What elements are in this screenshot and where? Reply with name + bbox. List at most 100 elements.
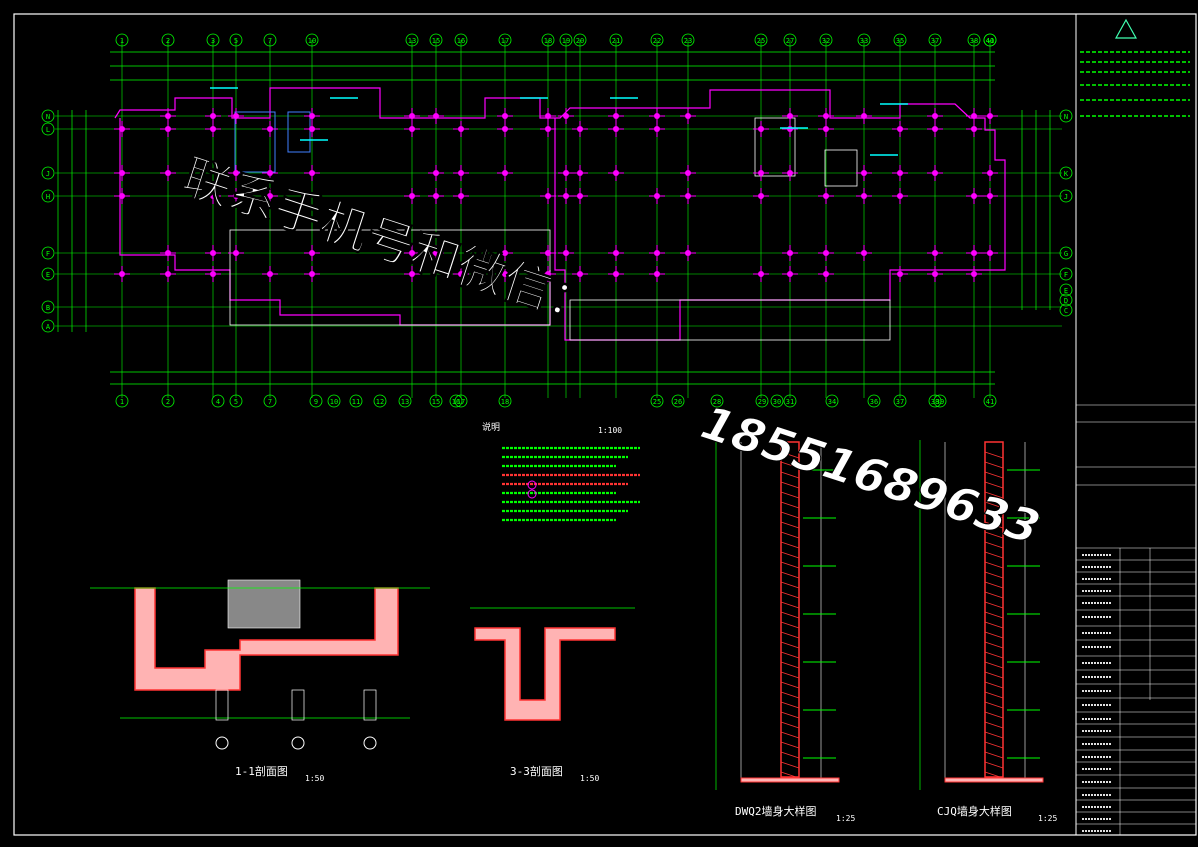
dwq2-hatch xyxy=(780,751,800,759)
pile xyxy=(458,170,464,176)
axis-label-left: N xyxy=(46,113,50,121)
section-scale-1: 1:50 xyxy=(305,774,324,783)
axis-label-bottom-circle xyxy=(983,394,997,408)
axis-label-left: A xyxy=(46,323,51,331)
axis-label-top: 5 xyxy=(234,37,238,45)
cjq-hatch xyxy=(984,631,1004,639)
stair-well xyxy=(234,111,276,173)
axis-label-top-circle xyxy=(650,33,664,47)
axis-label-bottom-circle xyxy=(398,394,412,408)
axis-label-left: J xyxy=(46,170,50,178)
pile xyxy=(823,250,829,256)
cjq-hatch xyxy=(984,511,1004,519)
pile xyxy=(654,250,660,256)
pile xyxy=(685,193,691,199)
axis-label-bottom-circle xyxy=(893,394,907,408)
pile xyxy=(654,271,660,277)
axis-label-top-circle xyxy=(454,33,468,47)
pile xyxy=(309,250,315,256)
cjq-hatch xyxy=(984,501,1004,509)
axis-label-left: B xyxy=(46,304,50,312)
axis-label-top-circle xyxy=(928,33,942,47)
cjq-hatch xyxy=(984,481,1004,489)
cjq-hatch xyxy=(984,751,1004,759)
pile xyxy=(987,250,993,256)
drawing-frame xyxy=(13,13,1197,836)
pile xyxy=(823,126,829,132)
pile xyxy=(613,250,619,256)
section-title-1: 1-1剖面图 xyxy=(235,764,288,778)
pile xyxy=(932,170,938,176)
pile xyxy=(577,170,583,176)
pile xyxy=(433,113,439,119)
axis-label-right-circle xyxy=(1059,166,1073,180)
axis-label-bottom: 41 xyxy=(986,398,994,406)
axis-label-bottom: 30 xyxy=(773,398,781,406)
pile xyxy=(685,250,691,256)
dwq2-hatch xyxy=(780,651,800,659)
pile xyxy=(119,170,125,176)
cjq-hatch xyxy=(984,551,1004,559)
dwq2-hatch xyxy=(780,501,800,509)
section-title-3: DWQ2墙身大样图 xyxy=(735,804,817,818)
cjq-base xyxy=(944,777,1044,783)
pile xyxy=(861,113,867,119)
axis-label-top-circle xyxy=(983,33,997,47)
axis-label-bottom: 31 xyxy=(786,398,794,406)
pile xyxy=(971,126,977,132)
axis-label-bottom: 9 xyxy=(314,398,318,406)
cjq-hatch xyxy=(984,561,1004,569)
pile xyxy=(267,170,273,176)
section-title-2: 3-3剖面图 xyxy=(510,764,563,778)
axis-label-left-circle xyxy=(41,300,55,314)
section-1-1-axis xyxy=(363,736,377,750)
pile xyxy=(563,113,569,119)
axis-label-bottom-circle xyxy=(454,394,468,408)
axis-label-bottom: 2 xyxy=(166,398,170,406)
pile xyxy=(932,126,938,132)
pile xyxy=(409,113,415,119)
section-scale-3: 1:25 xyxy=(836,814,855,823)
foundation-plan xyxy=(55,40,1062,398)
axis-label-left: E xyxy=(46,271,50,279)
pile xyxy=(758,193,764,199)
section-details xyxy=(90,440,1044,790)
pile xyxy=(823,271,829,277)
pile xyxy=(758,126,764,132)
axis-label-top: 40 xyxy=(986,37,994,45)
axis-label-top-circle xyxy=(115,33,129,47)
axis-label-bottom-circle xyxy=(373,394,387,408)
wall-block xyxy=(229,229,551,326)
pile xyxy=(210,193,216,199)
stair-well xyxy=(824,149,858,187)
pile xyxy=(932,271,938,277)
axis-label-right: N xyxy=(1064,113,1068,121)
cjq-hatch xyxy=(984,741,1004,749)
cjq-hatch xyxy=(984,471,1004,479)
axis-label-bottom-circle xyxy=(671,394,685,408)
axis-label-left-circle xyxy=(41,166,55,180)
axis-label-top-circle xyxy=(967,33,981,47)
pile xyxy=(823,193,829,199)
pile xyxy=(787,271,793,277)
dwq2-hatch xyxy=(780,701,800,709)
axis-label-bottom: 34 xyxy=(828,398,836,406)
cjq-hatch xyxy=(984,641,1004,649)
pile xyxy=(685,113,691,119)
pile xyxy=(210,250,216,256)
axis-label-bottom: 28 xyxy=(713,398,721,406)
pile xyxy=(545,250,551,256)
pile xyxy=(409,271,415,277)
dwq2-hatch xyxy=(780,481,800,489)
axis-label-bottom: 18 xyxy=(501,398,509,406)
axis-label-right: E xyxy=(1064,287,1068,295)
pile xyxy=(577,193,583,199)
axis-label-bottom: 25 xyxy=(653,398,661,406)
pile xyxy=(987,193,993,199)
pile xyxy=(165,170,171,176)
pile xyxy=(233,113,239,119)
pile xyxy=(685,170,691,176)
pile xyxy=(932,113,938,119)
axis-label-top: 3 xyxy=(211,37,215,45)
